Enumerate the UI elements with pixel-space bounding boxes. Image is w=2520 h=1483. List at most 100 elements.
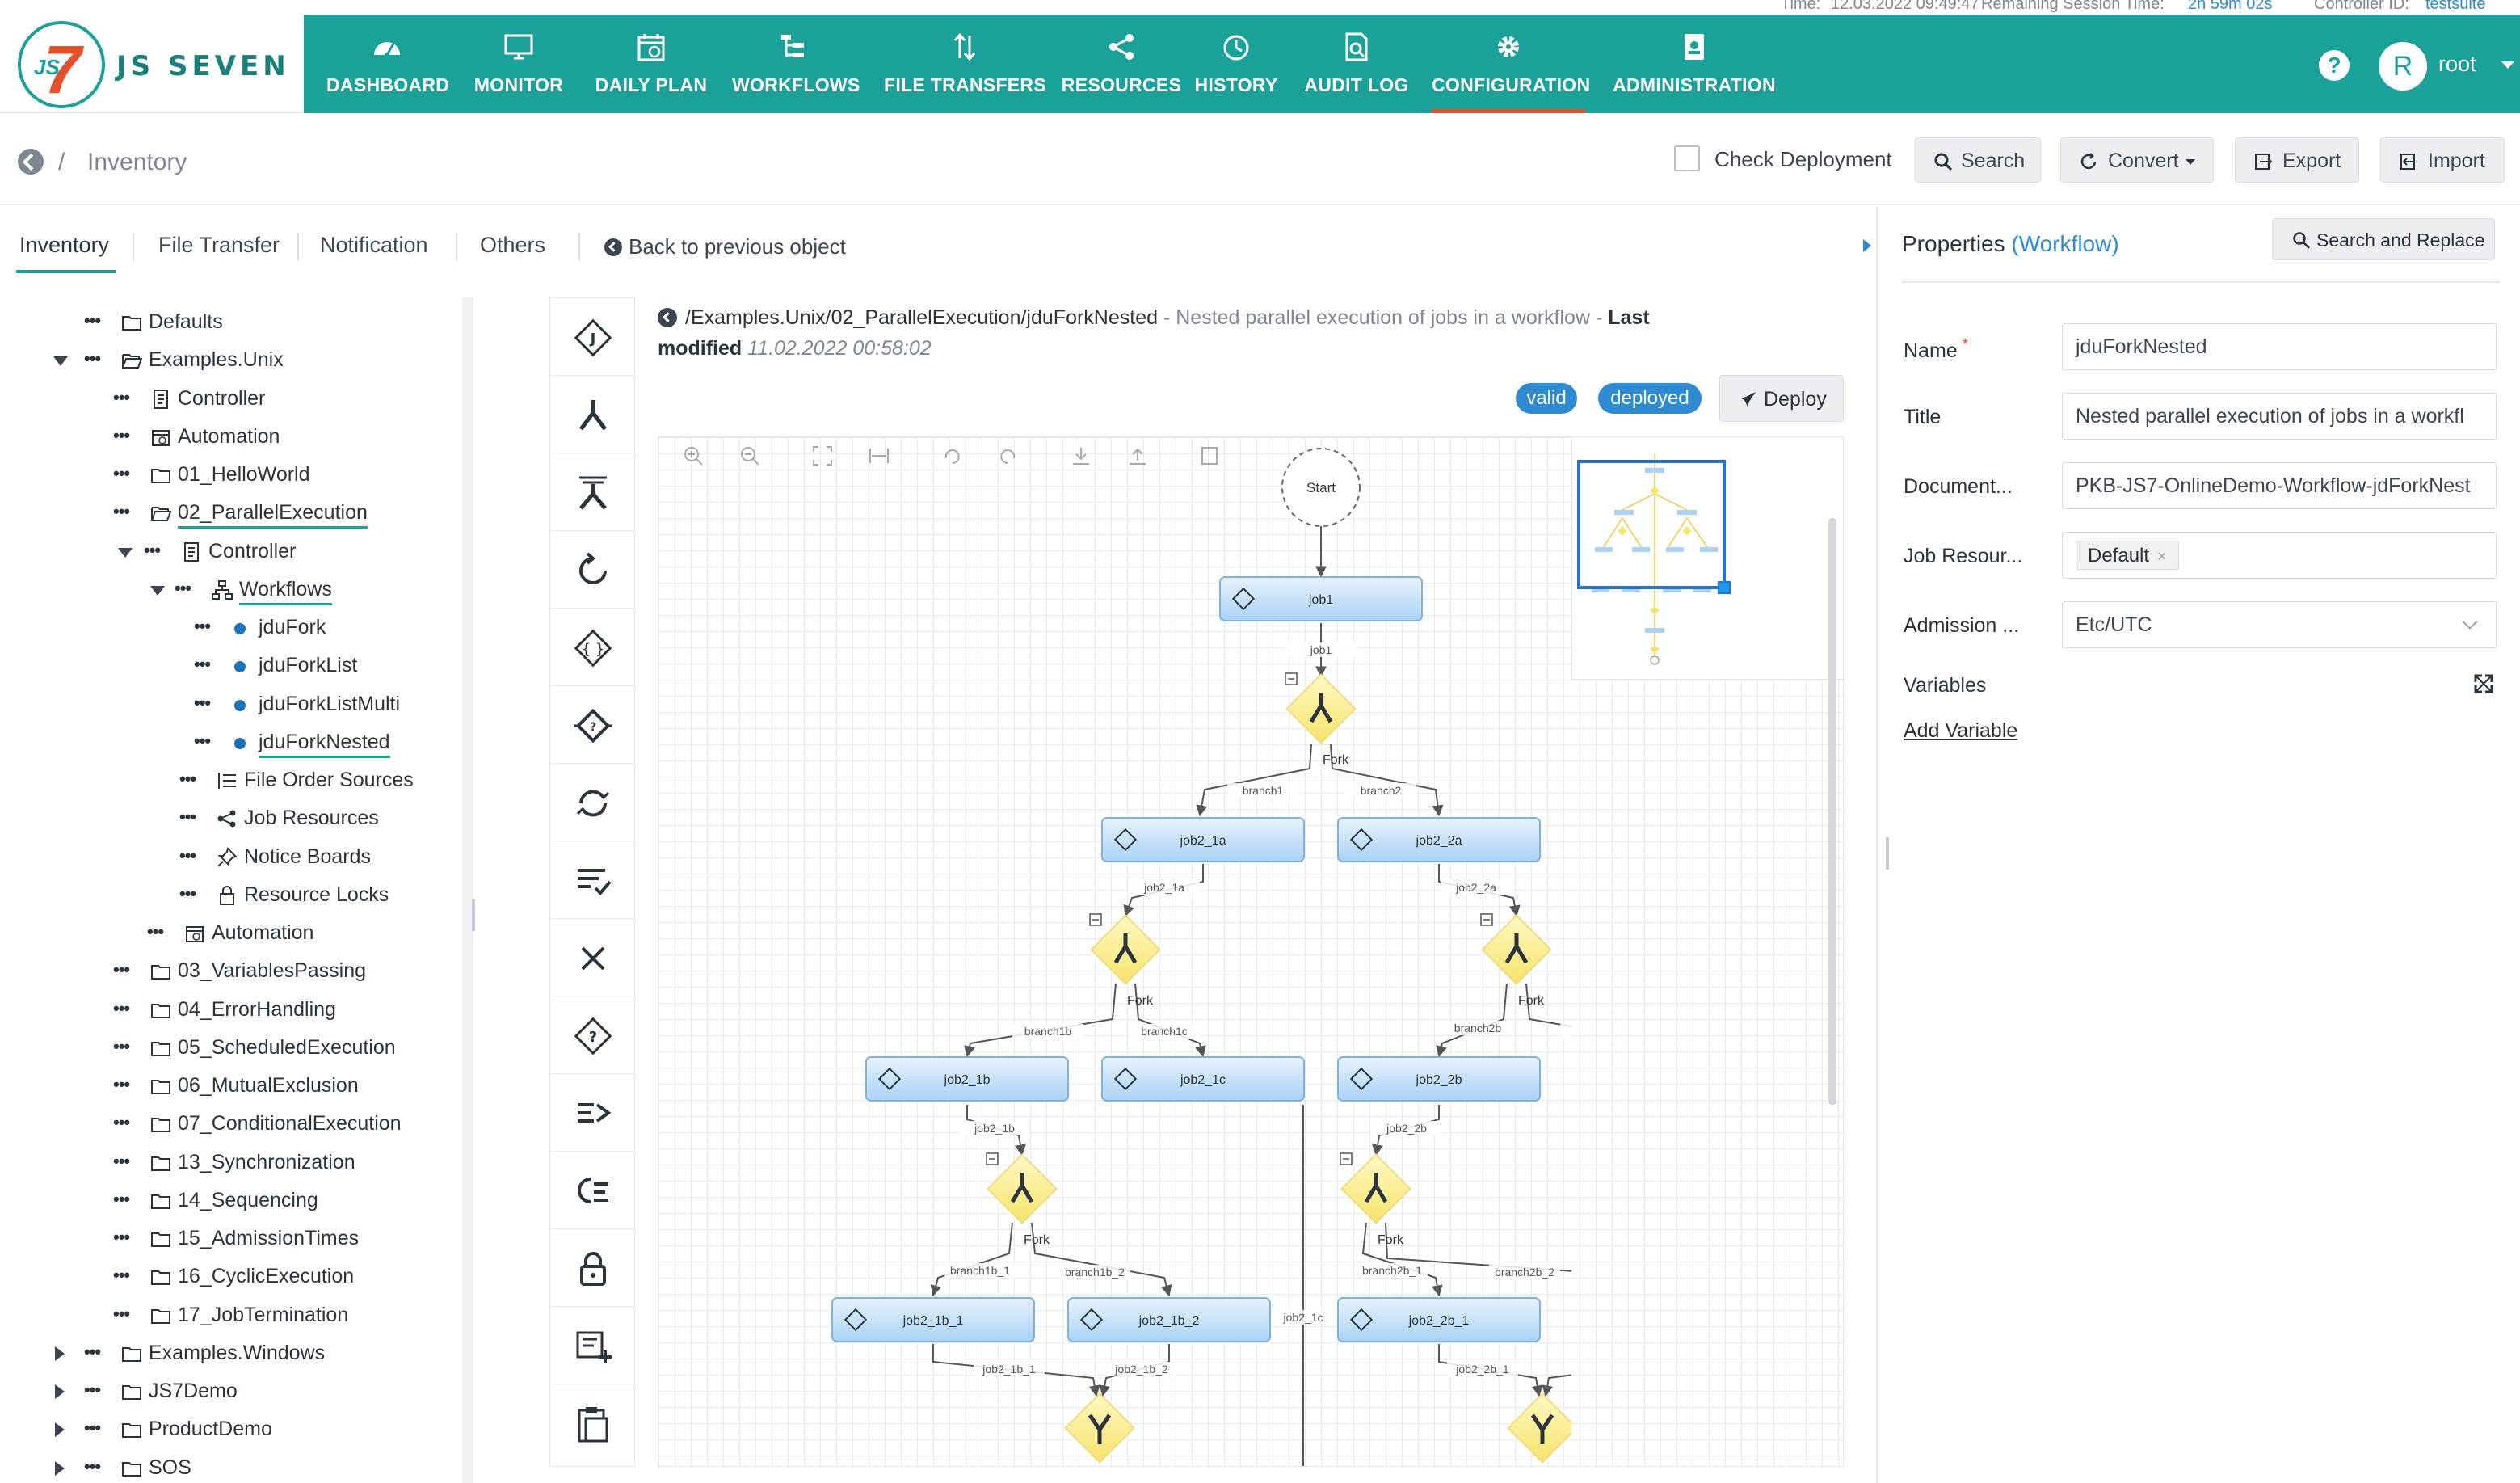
tree-node[interactable]: •••15_AdmissionTimes — [0, 1227, 462, 1259]
more-icon[interactable]: ••• — [113, 463, 130, 483]
fork-node[interactable]: Fork — [1089, 913, 1161, 1008]
tree-node[interactable]: •••17_JobTermination — [0, 1304, 462, 1336]
minimap-viewport[interactable] — [1577, 460, 1726, 589]
upload-icon[interactable] — [1127, 445, 1148, 466]
expand-icon[interactable] — [2472, 672, 2495, 695]
tool-post-notice[interactable] — [550, 1074, 636, 1152]
tool-job[interactable]: J — [550, 298, 636, 376]
redo-icon[interactable] — [998, 445, 1019, 466]
nav-configuration[interactable]: CONFIGURATION — [1432, 15, 1590, 113]
more-icon[interactable]: ••• — [175, 578, 191, 598]
tool-fail[interactable] — [550, 919, 636, 996]
zoom-out-icon[interactable] — [739, 445, 760, 466]
job-node[interactable]: job2_1b_1 — [831, 1297, 1035, 1342]
job-node[interactable]: job2_2a — [1337, 817, 1541, 862]
nav-resources[interactable]: RESOURCES — [1058, 15, 1184, 113]
fork-node[interactable]: Fork — [1480, 913, 1552, 1008]
tree-node[interactable]: •••Controller — [0, 540, 462, 572]
job-node[interactable]: job2_2b — [1337, 1056, 1541, 1102]
tree-node[interactable]: •••03_VariablesPassing — [0, 959, 462, 992]
tree-node[interactable]: •••01_HelloWorld — [0, 463, 462, 495]
more-icon[interactable]: ••• — [113, 1304, 130, 1324]
tree-node[interactable]: •••Notice Boards — [0, 845, 462, 878]
tree-node[interactable]: •••07_ConditionalExecution — [0, 1112, 462, 1144]
tree-node[interactable]: •••14_Sequencing — [0, 1189, 462, 1221]
nav-file-transfers[interactable]: FILE TRANSFERS — [884, 15, 1046, 113]
job-node[interactable]: job2_1b_2 — [1067, 1297, 1271, 1342]
job-node[interactable]: job1 — [1219, 576, 1423, 621]
chevron-down-icon[interactable] — [2501, 61, 2514, 69]
documentation-field[interactable]: PKB-JS7-OnlineDemo-Workflow-jdForkNest — [2062, 462, 2497, 509]
more-icon[interactable]: ••• — [179, 807, 196, 827]
tool-cycle[interactable] — [550, 764, 636, 841]
tool-case[interactable]: ? — [550, 996, 636, 1074]
nav-workflows[interactable]: WORKFLOWS — [732, 15, 860, 113]
tab-inventory[interactable]: Inventory — [19, 233, 110, 257]
undo-icon[interactable] — [941, 445, 962, 466]
tree-node[interactable]: •••Examples.Windows — [0, 1342, 462, 1374]
caret-down-icon[interactable] — [53, 356, 68, 366]
nav-dashboard[interactable]: DASHBOARD — [326, 15, 449, 113]
tool-retry[interactable] — [550, 531, 636, 609]
tree-node[interactable]: •••04_ErrorHandling — [0, 998, 462, 1030]
more-icon[interactable]: ••• — [113, 425, 130, 445]
caret-down-icon[interactable] — [118, 548, 133, 558]
tool-paste[interactable] — [550, 1384, 636, 1462]
more-icon[interactable]: ••• — [84, 1456, 101, 1477]
job-node[interactable]: job2_1c — [1101, 1056, 1305, 1102]
caret-right-icon[interactable] — [55, 1346, 65, 1361]
join-node[interactable] — [1507, 1392, 1571, 1464]
caret-right-icon[interactable] — [55, 1461, 65, 1476]
nav-daily-plan[interactable]: DAILY PLAN — [595, 15, 708, 113]
start-node[interactable] — [1281, 448, 1361, 527]
tree-node[interactable]: •••ProductDemo — [0, 1418, 462, 1450]
caret-right-icon[interactable] — [55, 1422, 65, 1437]
more-icon[interactable]: ••• — [84, 310, 101, 331]
search-button[interactable]: Search — [1915, 137, 2041, 183]
tree-node[interactable]: •••Automation — [0, 921, 462, 954]
job-node[interactable]: job2_1a — [1101, 817, 1305, 862]
tab-file-transfer[interactable]: File Transfer — [158, 233, 280, 257]
edit-icon[interactable] — [1200, 445, 1221, 466]
arrow-left-icon[interactable] — [658, 308, 677, 327]
more-icon[interactable]: ••• — [84, 348, 101, 369]
more-icon[interactable]: ••• — [147, 921, 164, 942]
nav-monitor[interactable]: MONITOR — [469, 15, 569, 113]
tool-if[interactable]: ? — [550, 686, 636, 764]
more-icon[interactable]: ••• — [113, 501, 130, 521]
more-icon[interactable]: ••• — [179, 769, 196, 789]
admission-select[interactable]: Etc/UTC — [2062, 601, 2497, 648]
chevron-right-icon[interactable] — [1863, 239, 1871, 252]
name-field[interactable]: jduForkNested — [2062, 323, 2497, 370]
tool-fork[interactable] — [550, 376, 636, 453]
minimap-resize-handle[interactable] — [1718, 581, 1731, 594]
tree-node[interactable]: •••13_Synchronization — [0, 1151, 462, 1183]
more-icon[interactable]: ••• — [113, 1112, 130, 1132]
tree-node[interactable]: •••06_MutualExclusion — [0, 1074, 462, 1106]
more-icon[interactable]: ••• — [113, 1265, 130, 1285]
tab-notification[interactable]: Notification — [320, 233, 428, 257]
help-icon[interactable]: ? — [2319, 50, 2350, 81]
more-icon[interactable]: ••• — [113, 387, 130, 407]
resize-handle[interactable] — [472, 899, 475, 931]
more-icon[interactable]: ••• — [179, 883, 196, 904]
import-button[interactable]: Import — [2380, 137, 2505, 183]
nav-audit-log[interactable]: AUDIT LOG — [1296, 15, 1417, 113]
job-node[interactable]: job2_1b — [865, 1056, 1069, 1102]
tree-node[interactable]: •••JS7Demo — [0, 1380, 462, 1412]
search-and-replace-button[interactable]: Search and Replace — [2272, 218, 2495, 260]
more-icon[interactable]: ••• — [113, 1227, 130, 1247]
title-field[interactable]: Nested parallel execution of jobs in a w… — [2062, 393, 2497, 440]
convert-button[interactable]: Convert — [2060, 137, 2214, 183]
tool-finish[interactable] — [550, 841, 636, 919]
more-icon[interactable]: ••• — [194, 731, 211, 751]
nav-history[interactable]: HISTORY — [1188, 15, 1285, 113]
check-deployment-checkbox[interactable] — [1674, 145, 1700, 171]
fork-node[interactable]: Fork — [1285, 672, 1357, 767]
more-icon[interactable]: ••• — [113, 1036, 130, 1056]
zoom-in-icon[interactable] — [683, 445, 704, 466]
more-icon[interactable]: ••• — [113, 959, 130, 980]
more-icon[interactable]: ••• — [194, 616, 211, 636]
